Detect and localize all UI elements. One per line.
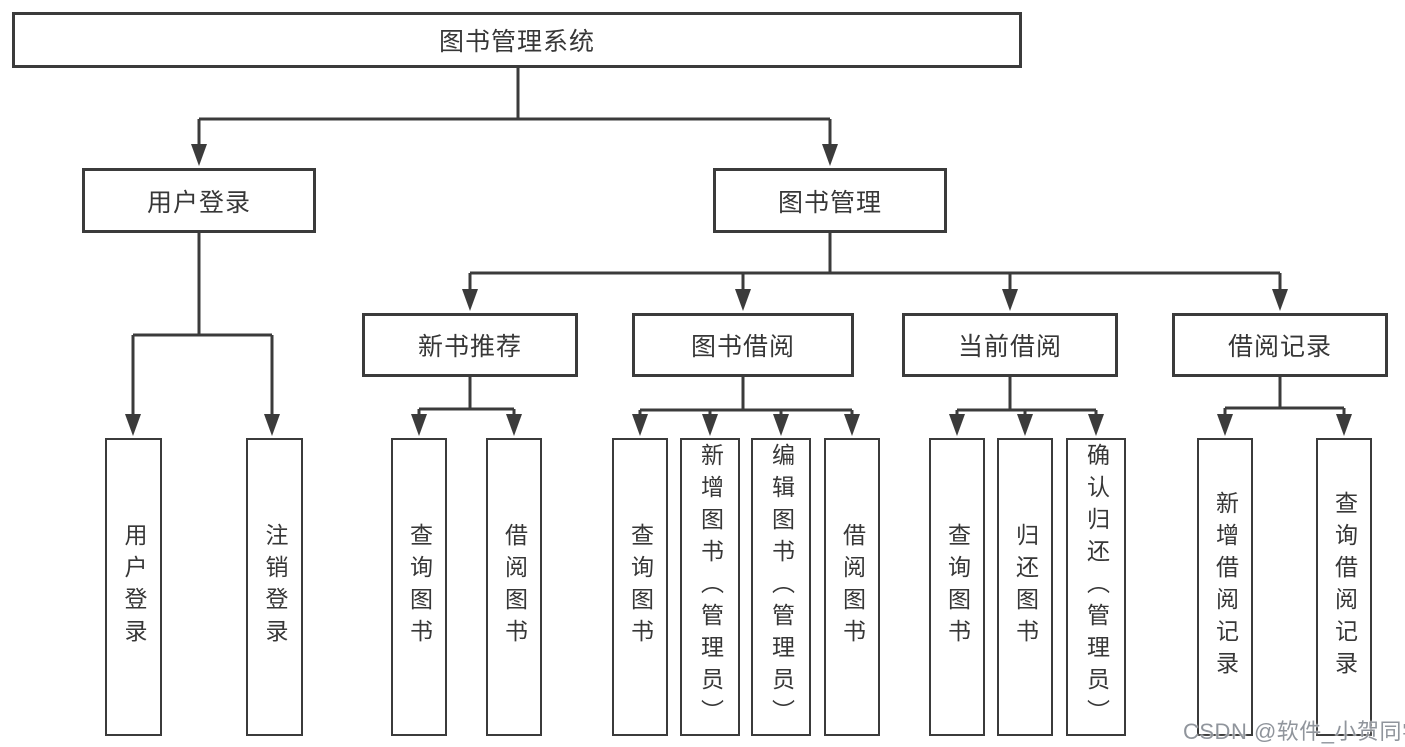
leaf-logout: 注销登录 (246, 438, 303, 736)
leaf-borrow-edit-books-admin: 编辑图书（管理员） (751, 438, 811, 736)
arrow-down-icon (632, 414, 648, 436)
node-user-login: 用户登录 (82, 168, 316, 233)
leaf-current-query-books: 查询图书 (929, 438, 985, 736)
leaf-records-query-record: 查询借阅记录 (1316, 438, 1372, 736)
connector-book-management-to-level3 (468, 233, 1282, 293)
node-current-borrowing: 当前借阅 (902, 313, 1118, 377)
node-label: 用户登录 (146, 188, 251, 217)
node-book-management: 图书管理 (713, 168, 947, 233)
arrow-down-icon (1217, 414, 1233, 436)
leaf-borrow-query-books: 查询图书 (612, 438, 668, 736)
arrow-down-icon (773, 414, 789, 436)
node-label: 图书借阅 (690, 333, 795, 361)
arrow-down-icon (1017, 414, 1033, 436)
connector-book-borrow-to-leaves (638, 377, 854, 418)
leaf-borrow-add-books-admin: 新增图书（管理员） (680, 438, 740, 736)
leaf-records-add-record: 新增借阅记录 (1197, 438, 1253, 736)
node-label: 确认归还（管理员） (1083, 443, 1110, 731)
node-library-system: 图书管理系统 (12, 12, 1022, 68)
arrow-down-icon (1336, 414, 1352, 436)
arrow-down-icon (822, 144, 838, 166)
node-label: 借阅记录 (1227, 333, 1332, 361)
leaf-newbook-query-books: 查询图书 (391, 438, 447, 736)
node-label: 归还图书 (1012, 523, 1039, 651)
leaf-user-login: 用户登录 (105, 438, 162, 736)
node-label: 图书管理系统 (438, 28, 595, 56)
node-label: 注销登录 (262, 523, 288, 651)
arrow-down-icon (264, 414, 280, 436)
node-book-borrowing: 图书借阅 (632, 313, 854, 377)
arrow-down-icon (1272, 289, 1288, 311)
node-label: 新书推荐 (417, 333, 522, 361)
leaf-current-confirm-return-admin: 确认归还（管理员） (1066, 438, 1126, 736)
node-label: 用户登录 (121, 523, 147, 651)
node-new-book-recommend: 新书推荐 (362, 313, 578, 377)
arrow-down-icon (1002, 289, 1018, 311)
arrow-down-icon (125, 414, 141, 436)
node-label: 查询图书 (406, 523, 433, 651)
arrow-down-icon (411, 414, 427, 436)
leaf-borrow-borrow-books: 借阅图书 (824, 438, 880, 736)
node-label: 新增借阅记录 (1212, 491, 1239, 683)
connector-current-borrow-to-leaves (955, 377, 1098, 418)
leaf-current-return-books: 归还图书 (997, 438, 1053, 736)
node-label: 当前借阅 (957, 333, 1062, 361)
watermark: CSDN @软件_小贺同学 (1183, 719, 1405, 744)
node-label: 借阅图书 (501, 523, 528, 651)
arrow-down-icon (506, 414, 522, 436)
connector-root-to-level2 (197, 67, 832, 148)
arrow-down-icon (462, 289, 478, 311)
arrow-down-icon (191, 144, 207, 166)
leaf-newbook-borrow-books: 借阅图书 (486, 438, 542, 736)
connector-records-to-leaves (1223, 377, 1346, 418)
node-label: 查询借阅记录 (1331, 491, 1358, 683)
connector-user-login-to-leaves (131, 233, 274, 418)
node-borrowing-records: 借阅记录 (1172, 313, 1388, 377)
arrow-down-icon (844, 414, 860, 436)
node-label: 新增图书（管理员） (697, 443, 724, 731)
arrowheads (125, 144, 1352, 436)
arrow-down-icon (949, 414, 965, 436)
arrow-down-icon (1088, 414, 1104, 436)
node-label: 查询图书 (627, 523, 654, 651)
node-label: 查询图书 (944, 523, 971, 651)
arrow-down-icon (702, 414, 718, 436)
node-label: 编辑图书（管理员） (768, 443, 795, 731)
node-label: 借阅图书 (839, 523, 866, 651)
connector-new-book-to-leaves (417, 377, 516, 418)
arrow-down-icon (735, 289, 751, 311)
node-label: 图书管理 (777, 188, 882, 217)
